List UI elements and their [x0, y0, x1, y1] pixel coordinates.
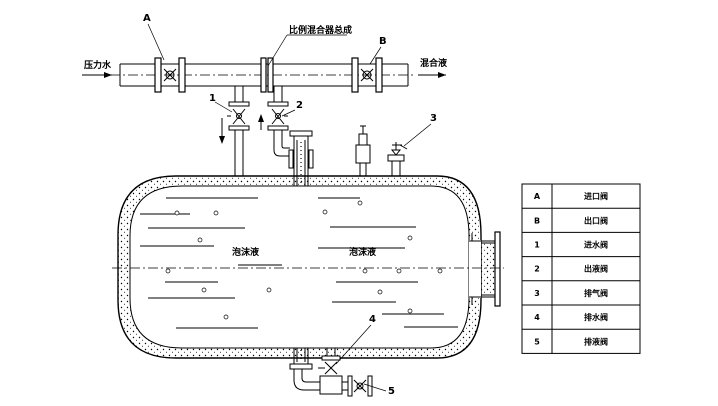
mixer-assembly-label: 比例混合器总成: [289, 24, 352, 36]
legend-key: 1: [534, 241, 540, 250]
inlet-label: 压力水: [84, 59, 112, 71]
foam-tank: [112, 175, 504, 359]
legend-value: 进口阀: [584, 191, 608, 201]
foam-liquid-lines: [140, 197, 458, 329]
label-3: 3: [430, 113, 437, 124]
legend-key: 3: [534, 289, 540, 298]
legend-frame: [521, 183, 641, 354]
vent-valve-3: [387, 142, 408, 176]
inlet-valve-a: [154, 57, 186, 93]
foam-label-left: 泡沫液: [232, 246, 260, 258]
label-1: 1: [209, 93, 216, 104]
legend-value: 出液阀: [584, 264, 608, 274]
legend-key: 2: [534, 265, 540, 274]
legend-key: 5: [534, 337, 540, 346]
label-a: A: [143, 13, 151, 24]
legend-key: B: [534, 216, 540, 225]
valve-legend-table: A 进口阀 B 出口阀 1 进水阀 2 出液阀 3 排气阀 4 排水阀 5 排液阀: [521, 183, 641, 354]
legend-value: 排水阀: [584, 312, 608, 322]
foam-outlet-branch: [258, 86, 290, 157]
water-inlet-branch: [219, 86, 250, 176]
legend-value: 进水阀: [584, 240, 608, 250]
legend-key: A: [534, 192, 541, 201]
outlet-label: 混合液: [420, 57, 448, 69]
top-fitting-left: [355, 125, 371, 176]
liquid-drain-valve-5: [319, 375, 373, 397]
inlet-arrow: [82, 72, 112, 78]
legend-value: 出口阀: [584, 215, 608, 225]
legend-value: 排气阀: [584, 288, 608, 298]
label-b: B: [379, 36, 387, 47]
proportioning-mixer-flange: [260, 57, 274, 93]
outlet-valve-b: [351, 57, 383, 93]
legend-key: 4: [534, 313, 540, 322]
label-4: 4: [369, 314, 376, 325]
label-5: 5: [388, 386, 395, 397]
foam-bubbles: [165, 200, 443, 320]
label-2: 2: [296, 100, 303, 111]
outlet-arrow: [418, 72, 446, 78]
legend-value: 排液阀: [584, 336, 608, 346]
foam-label-right: 泡沫液: [349, 246, 377, 258]
